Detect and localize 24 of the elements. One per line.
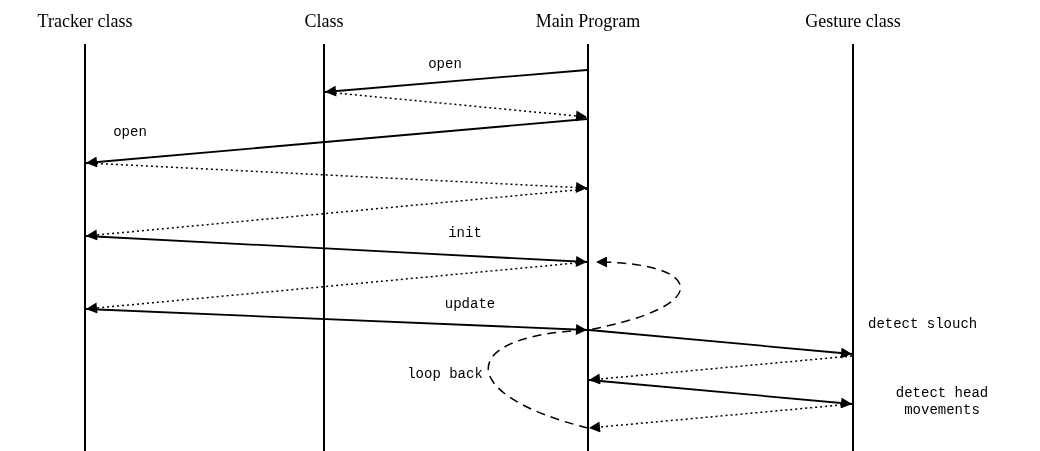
message-arrow [85,308,588,336]
edge-label: open [427,56,463,73]
edge-label: init [447,225,483,242]
class-heading: Tracker class [36,10,134,32]
message-arrow [588,403,853,433]
edge-label: detect slouch [868,316,979,333]
message-arrow [85,261,588,314]
message-arrow [85,118,588,168]
class-heading: Gesture class [804,10,902,32]
message-arrow [324,69,588,97]
edge-label: loop back [406,366,484,383]
message-arrow [487,256,682,429]
message-arrow [85,235,588,267]
edge-label: detect head movements [894,385,990,419]
message-arrow [588,379,853,409]
message-arrow [588,329,853,359]
class-heading: Main Program [534,10,642,32]
edge-label: update [443,296,497,313]
message-arrow [324,91,588,122]
message-arrow [85,162,588,193]
class-heading: Class [303,10,345,32]
message-arrow [85,188,588,241]
edge-label: open [112,124,148,141]
message-arrow [588,355,853,385]
